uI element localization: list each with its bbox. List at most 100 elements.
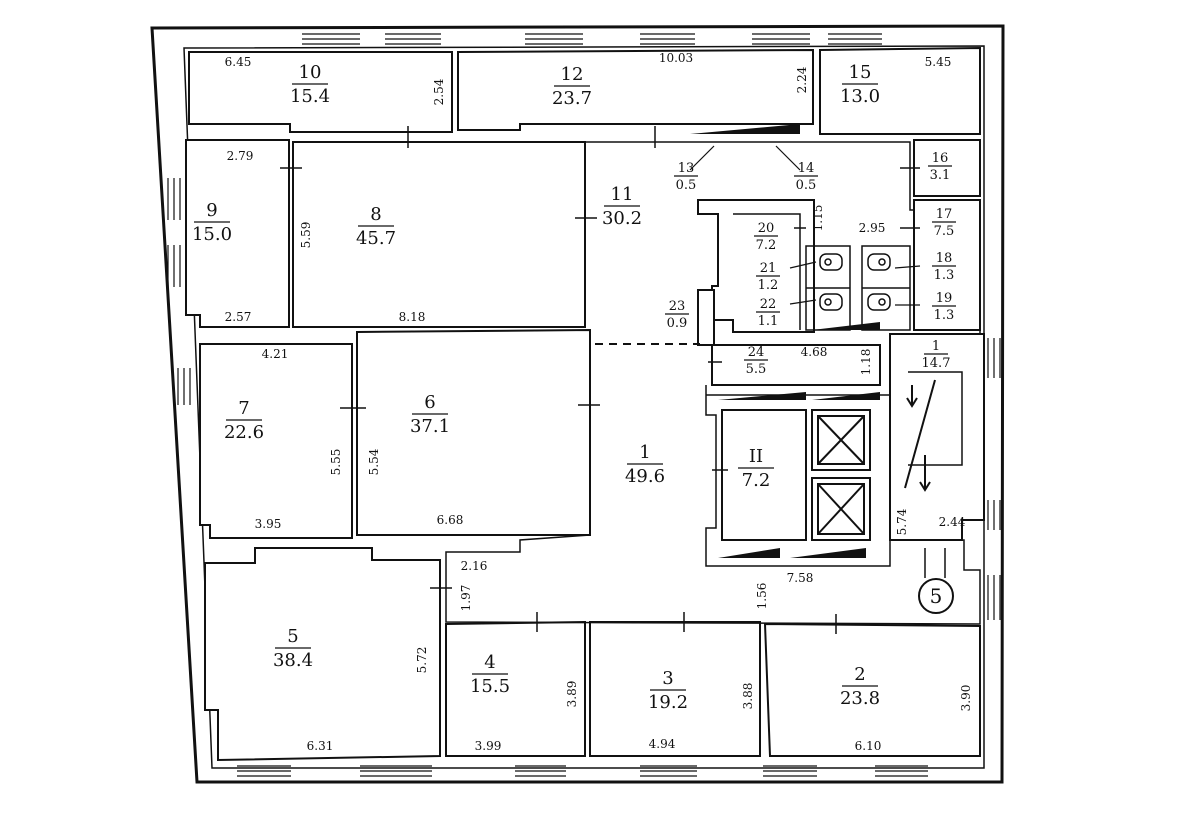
room-walls <box>185 46 985 762</box>
dimension-label: 2.79 <box>227 149 254 163</box>
dimension-label: 2.54 <box>432 78 446 105</box>
room-area: 1.3 <box>934 308 955 323</box>
room-area: 23.7 <box>552 88 592 109</box>
dimension-label: 6.68 <box>437 513 464 527</box>
room-label-r18: 181.3 <box>932 251 956 283</box>
room-label-r6: 637.1 <box>410 392 450 437</box>
room-label-r22: 221.1 <box>756 297 780 329</box>
room-number: 22 <box>760 297 777 312</box>
room-label-r16: 163.1 <box>928 151 952 183</box>
room-labels: 149.6223.8319.2415.5538.4637.1722.6845.7… <box>192 62 956 713</box>
dimension-label: 6.31 <box>307 739 334 753</box>
room-area: 15.0 <box>192 224 232 245</box>
room-label-r2: 223.8 <box>840 664 880 709</box>
windows-bottom <box>237 765 928 777</box>
room-label-r14: 140.5 <box>794 161 818 193</box>
room-number: 6 <box>424 392 435 413</box>
dimension-label: 5.72 <box>415 647 429 674</box>
room-number: 4 <box>484 652 495 673</box>
room-area: 7.5 <box>934 224 955 239</box>
room-area: 45.7 <box>356 228 396 249</box>
room-area: 7.2 <box>742 470 771 491</box>
section-marker-label: 5 <box>930 584 943 608</box>
room-area: 23.8 <box>840 688 880 709</box>
room-label-r17: 177.5 <box>932 207 956 239</box>
room-area: 15.5 <box>470 676 510 697</box>
room-area: 3.1 <box>930 168 951 183</box>
dimension-label: 10.03 <box>659 51 693 65</box>
room-label-r9: 915.0 <box>192 200 232 245</box>
room-label-r3: 319.2 <box>648 668 688 713</box>
dimension-label: 1.56 <box>755 583 769 610</box>
stair-arrows <box>904 379 936 492</box>
room-number: 12 <box>561 64 584 85</box>
dimension-label: 2.24 <box>795 66 809 93</box>
room-number: 9 <box>206 200 217 221</box>
room-area: 22.6 <box>224 422 264 443</box>
windows-right <box>987 338 1001 620</box>
room-area: 1.1 <box>758 314 779 329</box>
room-label-r20: 207.2 <box>754 221 778 253</box>
room-label-r23: 230.9 <box>665 299 689 331</box>
dimension-label: 7.58 <box>787 571 814 585</box>
dimension-label: 4.68 <box>801 345 828 359</box>
dimension-label: 1.15 <box>811 205 825 232</box>
room-label-r12: 12 23.7 <box>552 64 592 109</box>
dimension-label: 6.45 <box>225 55 252 69</box>
dimension-label: 3.99 <box>475 739 502 753</box>
leader-lines <box>689 145 921 306</box>
room-label-r8: 845.7 <box>356 204 396 249</box>
room-number: 24 <box>748 345 765 360</box>
room-number: 2 <box>854 664 865 685</box>
room-number: 18 <box>936 251 953 266</box>
room-label-stair1: 114.7 <box>922 339 951 371</box>
room-number: 7 <box>238 398 249 419</box>
dimension-label: 4.94 <box>649 737 676 751</box>
room-label-r1: 149.6 <box>625 442 665 487</box>
room-area: 37.1 <box>410 416 450 437</box>
dimension-label: 3.89 <box>565 681 579 708</box>
outer-wall <box>150 24 1005 784</box>
room-area: 0.5 <box>796 178 817 193</box>
dimension-label: 8.18 <box>399 310 426 324</box>
room-area: 1.2 <box>758 278 779 293</box>
room-area: 13.0 <box>840 86 880 107</box>
room-label-r13: 130.5 <box>674 161 698 193</box>
room-area: 7.2 <box>756 238 777 253</box>
room-number: 11 <box>611 184 634 205</box>
room-number: 1 <box>932 339 940 354</box>
door-marks <box>280 126 920 634</box>
room-area: 38.4 <box>273 650 313 671</box>
room-area: 0.5 <box>676 178 697 193</box>
dimension-label: 5.74 <box>895 508 909 535</box>
room-number: 17 <box>936 207 953 222</box>
room-area: 49.6 <box>625 466 665 487</box>
dimension-label: 4.21 <box>262 347 289 361</box>
room-label-r5: 538.4 <box>273 626 313 671</box>
room-number: 15 <box>849 62 872 83</box>
room-label-r19: 191.3 <box>932 291 956 323</box>
room-area: 19.2 <box>648 692 688 713</box>
dimension-label: 3.88 <box>741 683 755 710</box>
room-number: 21 <box>760 261 777 276</box>
dimension-label: 1.18 <box>859 349 873 376</box>
room-label-r15: 15 13.0 <box>840 62 880 107</box>
windows-top <box>302 33 882 45</box>
dimension-label: 5.59 <box>299 222 313 249</box>
dimension-label: 5.54 <box>367 448 381 475</box>
room-number: 5 <box>287 626 298 647</box>
room-area: 14.7 <box>922 356 951 371</box>
room-area: 1.3 <box>934 268 955 283</box>
inner-outline <box>183 45 985 769</box>
room-number: 8 <box>370 204 381 225</box>
section-marker: 5 <box>918 548 954 614</box>
room-number: 14 <box>798 161 815 176</box>
ramps <box>690 124 880 558</box>
dimension-label: 2.16 <box>461 559 488 573</box>
toilets <box>819 253 891 311</box>
dimension-label: 3.90 <box>959 685 973 712</box>
